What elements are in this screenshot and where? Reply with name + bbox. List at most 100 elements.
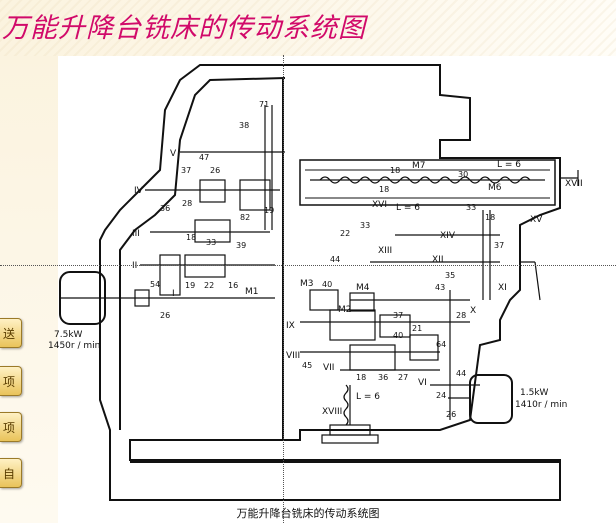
gear-43: 43 — [435, 283, 445, 292]
gear-block-1 — [184, 254, 226, 278]
shaft-label-xiv: XIV — [440, 231, 456, 241]
gear-block-5 — [159, 254, 181, 296]
gear-37: 37 — [181, 166, 191, 175]
gear-21: 21 — [412, 324, 422, 333]
machine-outline — [99, 64, 561, 501]
gear-18: 18 — [186, 233, 196, 242]
gear-40: 40 — [322, 280, 332, 289]
gear-26c: 26 — [446, 410, 456, 419]
shaft-label-viii: VIII — [286, 351, 300, 361]
handwheel-top — [560, 170, 579, 186]
shaft-label-iv: IV — [134, 186, 144, 196]
gear-26b: 26 — [160, 311, 170, 320]
side-tab-2[interactable]: 项 — [0, 366, 22, 396]
gear-18e: 18 — [379, 185, 389, 194]
shaft-label-ii: II — [132, 261, 137, 271]
gear-22: 22 — [204, 281, 214, 290]
gear-37c: 37 — [393, 311, 403, 320]
clutch-label-m1: M1 — [245, 287, 259, 297]
leadscrew-bottom-zigzag — [343, 384, 349, 426]
gear-40b: 40 — [393, 331, 403, 340]
clutch-label-m7: M7 — [412, 161, 426, 171]
gear-28b: 28 — [456, 311, 466, 320]
clutch-m3 — [309, 289, 339, 311]
gear-36b: 36 — [378, 373, 388, 382]
clutch-label-m4: M4 — [356, 283, 370, 293]
shaft-label-xii: XII — [432, 255, 443, 265]
shaft-label-xvi: XVI — [372, 200, 387, 210]
gear-16: 16 — [228, 281, 238, 290]
machine-inner — [119, 77, 286, 430]
side-tab-1[interactable]: 送 — [0, 318, 22, 348]
lift-base-lower — [321, 434, 379, 444]
shaft-label-x: X — [470, 306, 476, 316]
shaft-label-xiii: XIII — [378, 246, 392, 256]
guide-line-vertical — [283, 55, 284, 523]
gear-35: 35 — [445, 271, 455, 280]
shaft-label-vii: VII — [323, 363, 334, 373]
gear-64: 64 — [436, 340, 446, 349]
coupling-main — [134, 289, 150, 307]
shaft-label-iii: III — [132, 229, 140, 239]
shaft-label-vi: VI — [418, 378, 427, 388]
title-bar: 万能升降台铣床的传动系统图 — [0, 0, 616, 56]
lead-label-mid: L = 6 — [396, 203, 420, 213]
gear-54: 54 — [150, 280, 160, 289]
gear-36: 36 — [160, 204, 170, 213]
shaft-label-xi: XI — [498, 283, 507, 293]
figure-caption: 万能升降台铣床的传动系统图 — [236, 507, 380, 520]
gear-19b: 19 — [185, 281, 195, 290]
lead-label-top: L = 6 — [497, 160, 521, 170]
gear-38: 38 — [239, 121, 249, 130]
gear-44b: 44 — [330, 255, 340, 264]
motor-feed-speed: 1410r / min — [515, 400, 567, 410]
spindle-vertical — [264, 105, 273, 230]
shaft-label-xv: XV — [530, 215, 543, 225]
motor-feed — [469, 374, 513, 424]
gear-37b: 37 — [494, 241, 504, 250]
leadscrew-zigzag — [319, 176, 531, 184]
shaft-label-v: V — [170, 149, 177, 159]
gear-47: 47 — [199, 153, 209, 162]
feed-gear-block-2 — [379, 314, 411, 338]
gear-18c: 18 — [356, 373, 366, 382]
gear-71: 71 — [259, 100, 269, 109]
shaft-label-ix: IX — [286, 321, 295, 331]
side-tab-3[interactable]: 项 — [0, 412, 22, 442]
gear-33: 33 — [206, 238, 216, 247]
motor-main-speed: 1450r / min — [48, 341, 100, 351]
feed-gear-block-3 — [409, 334, 439, 361]
gear-24: 24 — [436, 391, 446, 400]
clutch-label-m2: M2 — [338, 305, 352, 315]
left-strip — [0, 56, 58, 523]
gear-block-2 — [194, 219, 231, 243]
gear-27: 27 — [398, 373, 408, 382]
shaft-label-i: I — [172, 289, 175, 299]
gear-30: 30 — [458, 170, 468, 179]
gear-39: 39 — [236, 241, 246, 250]
side-tab-4[interactable]: 自 — [0, 458, 22, 488]
table — [299, 159, 556, 206]
clutch-label-m3: M3 — [300, 279, 314, 289]
motor-main — [59, 271, 106, 325]
clutch-label-m6: M6 — [488, 183, 502, 193]
gear-18b: 18 — [485, 213, 495, 222]
gear-44: 44 — [456, 369, 466, 378]
gear-45: 45 — [302, 361, 312, 370]
gear-18d: 18 — [390, 166, 400, 175]
motor-feed-power: 1.5kW — [520, 388, 549, 398]
page-title: 万能升降台铣床的传动系统图 — [2, 13, 366, 44]
vertical-feed-shaft — [482, 210, 491, 300]
crank-right — [520, 261, 541, 301]
guide-line-horizontal — [0, 265, 616, 266]
motor-main-power: 7.5kW — [54, 330, 83, 340]
feed-gear-block-4 — [349, 344, 396, 371]
gear-26: 26 — [210, 166, 220, 175]
gear-28: 28 — [182, 199, 192, 208]
shaft-label-xviii: XVIII — [322, 407, 342, 417]
gear-33b: 33 — [466, 203, 476, 212]
table-inner — [305, 169, 550, 199]
lead-label-bottom: L = 6 — [356, 392, 380, 402]
gear-block-3 — [199, 179, 226, 203]
